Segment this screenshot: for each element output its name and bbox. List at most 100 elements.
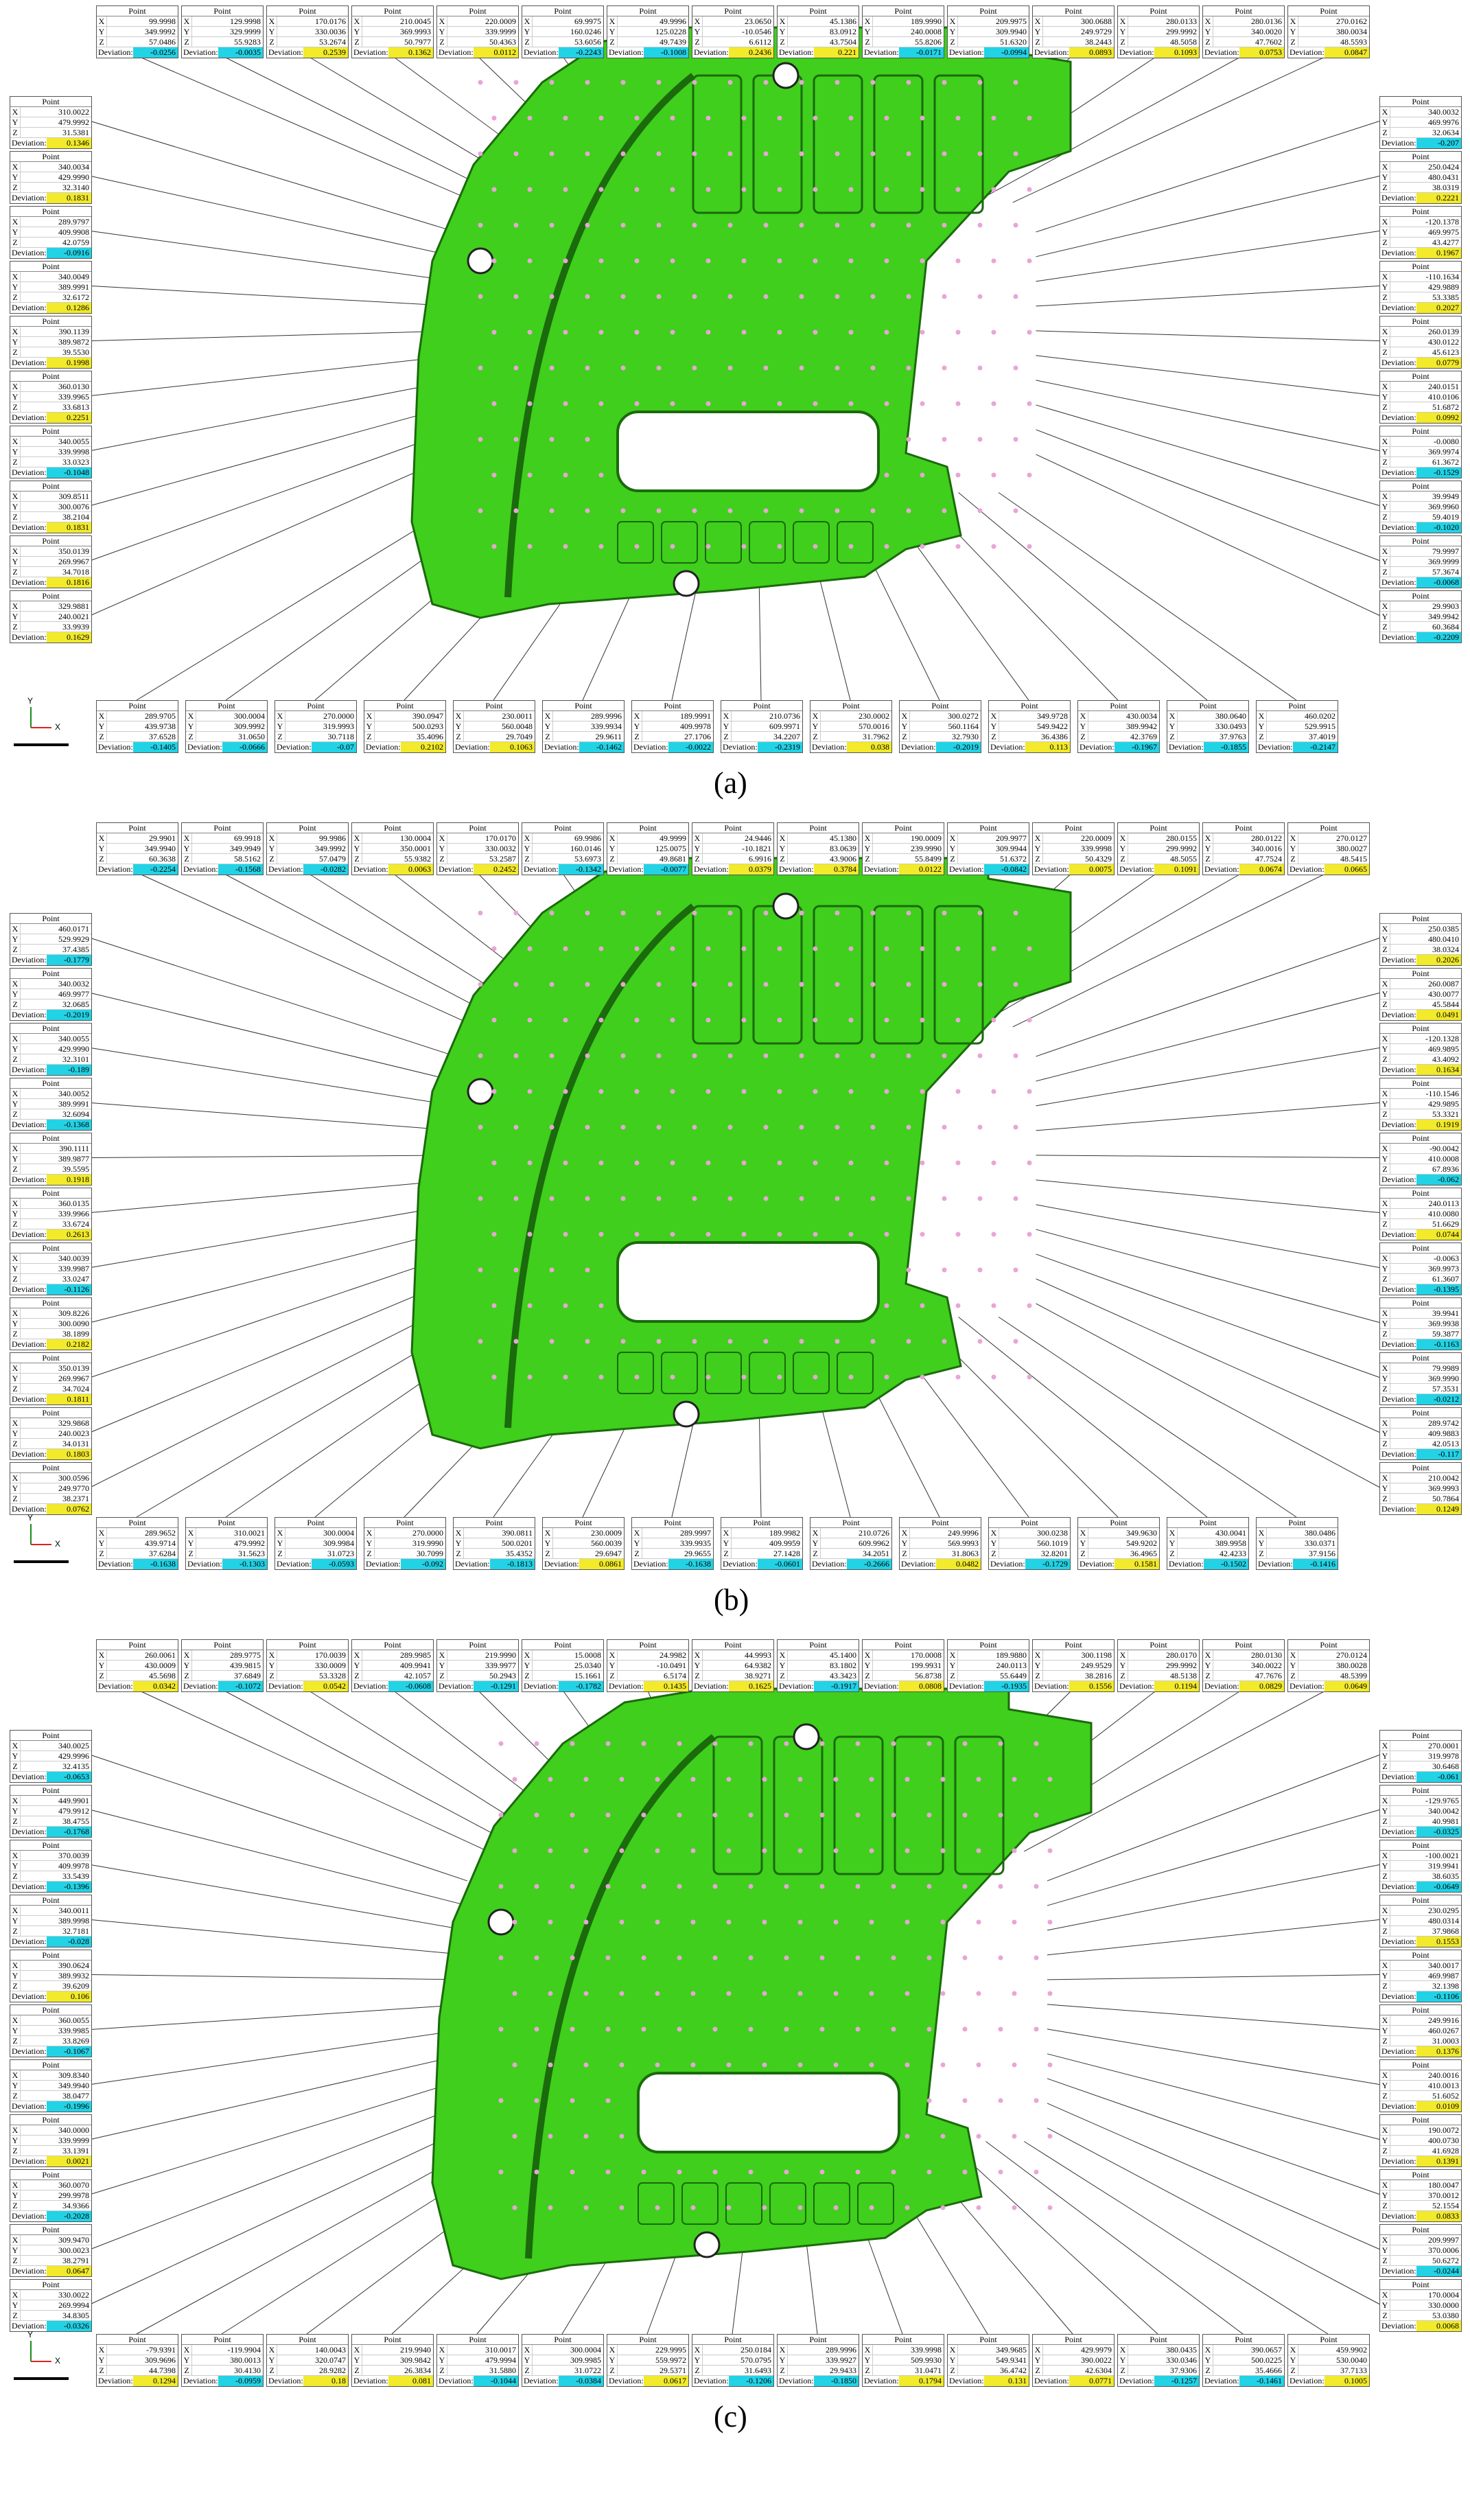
part-body: [410, 857, 1072, 1450]
coord-label-y: Y: [1380, 1429, 1390, 1438]
coord-value-x: 300.0004: [570, 2345, 601, 2355]
deviation-row: Deviation:0.1794: [863, 2376, 944, 2386]
axis-triad: [14, 707, 69, 746]
measure-point: [920, 472, 925, 478]
deviation-row: Deviation:-0.2019: [10, 1010, 91, 1020]
measure-point: [920, 1303, 925, 1308]
coord-value-x: 280.0136: [1251, 16, 1282, 26]
coord-value-y: 430.0009: [145, 1661, 176, 1670]
deviation-value: -0.1405: [132, 742, 178, 752]
coord-value-y: -10.0491: [657, 1661, 686, 1670]
callout-header: Point: [1380, 914, 1461, 924]
measure-point: [634, 946, 640, 951]
coord-label-y: Y: [437, 27, 447, 36]
leader-line: [1047, 2127, 1380, 2304]
deviation-row: Deviation:0.2102: [364, 742, 445, 752]
measure-point: [976, 2062, 981, 2068]
coord-value-y: 349.9992: [145, 27, 176, 36]
leader-line: [985, 2141, 1244, 2335]
deviation-value: -0.1303: [222, 1559, 267, 1569]
measure-point: [598, 258, 604, 264]
coord-value-x: 340.0025: [58, 1741, 89, 1750]
measure-point: [527, 258, 533, 264]
deviation-row: Deviation:0.0491: [1380, 1010, 1461, 1020]
coord-value-z: 61.3607: [1432, 1274, 1459, 1284]
deviation-label: Deviation:: [12, 1827, 47, 1836]
coord-value-x: 79.9989: [1432, 1363, 1459, 1373]
measure-point: [491, 472, 497, 478]
coord-value-y: 389.9872: [58, 337, 89, 347]
deviation-label: Deviation:: [949, 1681, 984, 1691]
deviation-row: Deviation:-0.0282: [267, 864, 348, 875]
deviation-row: Deviation:0.0542: [267, 1681, 348, 1691]
coord-label-x: X: [607, 16, 618, 26]
measure-point: [784, 1884, 789, 1889]
coord-value-z: 30.7099: [417, 1549, 443, 1558]
measure-point: [498, 1955, 504, 1961]
coord-label-z: Z: [1288, 37, 1298, 47]
coord-value-z: 51.6052: [1432, 2091, 1459, 2101]
coord-value-z: 57.3531: [1432, 1384, 1459, 1394]
leader-line: [1047, 1919, 1380, 1956]
coord-value-x: 29.9901: [149, 833, 176, 843]
leader-line: [1024, 1689, 1329, 1852]
deviation-value: -0.2209: [1416, 632, 1461, 643]
coord-value-x: -119.9904: [227, 2345, 261, 2355]
deviation-label: Deviation:: [694, 2376, 729, 2385]
measure-point: [991, 1232, 996, 1237]
measure-point: [940, 1991, 946, 1996]
deviation-value: 0.0075: [1069, 864, 1114, 875]
deviation-row: Deviation:0.1091: [1118, 864, 1199, 875]
coord-value-x: 280.0133: [1166, 16, 1197, 26]
measure-point: [491, 187, 497, 192]
deviation-row: Deviation:-0.189: [10, 1065, 91, 1075]
measure-point: [799, 151, 804, 157]
coord-label-x: X: [10, 601, 21, 611]
coord-value-z: 32.7930: [952, 732, 979, 741]
measure-point: [777, 1089, 782, 1094]
leader-line: [1036, 1229, 1380, 1323]
measure-point: [797, 1919, 803, 1925]
coord-value-z: 31.0003: [1432, 2036, 1459, 2046]
coord-value-z: 33.5439: [62, 1871, 89, 1881]
deviation-value: -0.0171: [898, 47, 944, 58]
deviation-label: Deviation:: [524, 864, 559, 874]
deviation-row: Deviation:0.0779: [1380, 358, 1461, 368]
measure-point: [670, 544, 675, 549]
deviation-value: -0.1008: [643, 47, 688, 58]
mounting-hole: [673, 1400, 700, 1428]
measure-point: [712, 1884, 718, 1889]
coord-value-z: 55.8499: [915, 854, 942, 864]
coord-value-x: 210.0045: [400, 16, 431, 26]
measure-point: [962, 1812, 968, 1818]
mounting-hole: [772, 892, 800, 920]
coord-label-x: X: [10, 1363, 21, 1373]
coord-label-x: X: [1203, 2345, 1213, 2355]
measure-point: [748, 1884, 754, 1889]
deviation-value: 0.0833: [1416, 2211, 1461, 2221]
measure-point: [870, 80, 876, 85]
measure-point: [605, 1955, 611, 1961]
mounting-hole: [772, 62, 800, 89]
coord-label-z: Z: [1380, 347, 1390, 357]
measure-point: [690, 1848, 696, 1853]
deviation-value: -0.2243: [558, 47, 603, 58]
coord-label-z: Z: [1380, 1219, 1390, 1229]
coord-value-y: 160.0146: [570, 844, 601, 853]
coord-value-z: 34.7018: [62, 567, 89, 577]
measure-point: [784, 1741, 789, 1746]
deviation-value: -0.2019: [935, 742, 981, 752]
